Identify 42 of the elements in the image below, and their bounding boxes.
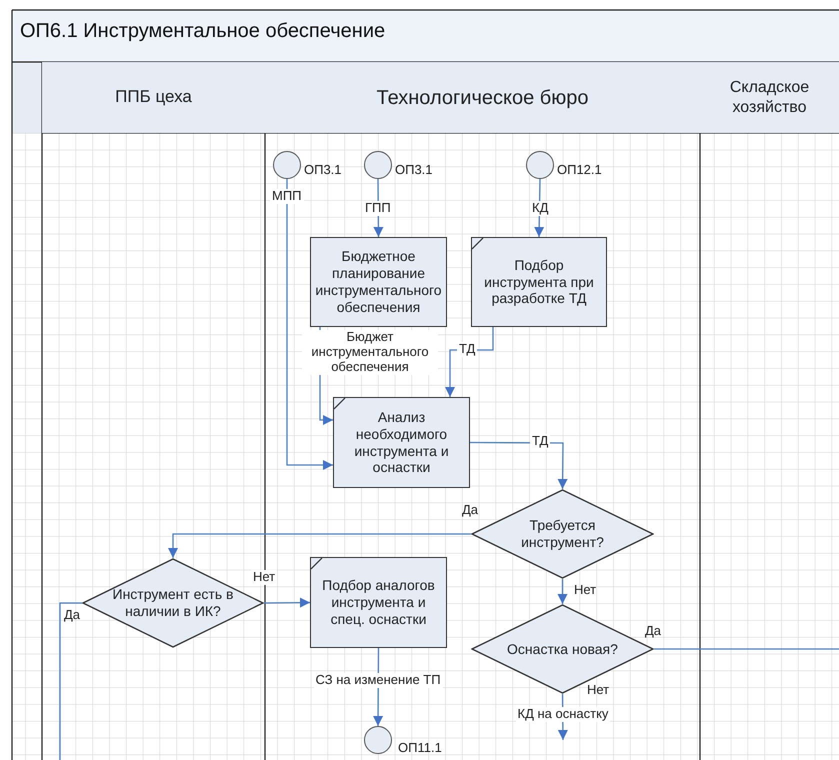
decision-label: Инструмент есть в наличии в ИК? [112, 586, 234, 620]
connector-arrow [168, 533, 471, 558]
process-label: Анализ необходимого инструмента и оснастки [353, 408, 450, 476]
edge-label: Бюджет инструментального обеспечения [302, 330, 438, 375]
node-caption: ОП3.1 [303, 163, 343, 178]
lane-title: Технологическое бюро [376, 86, 588, 110]
edge-label: ТД [457, 342, 478, 357]
node-caption: ОП11.1 [397, 741, 443, 756]
edge-label: Нет [573, 583, 598, 598]
process-box [310, 237, 447, 327]
process-label: Подбор инструмента при разработке ТД [483, 256, 595, 308]
edge-label: ГПП [363, 201, 393, 216]
edge-label: КД на оснастку [516, 707, 610, 722]
connector-arrow [264, 598, 310, 608]
edge-label: Да [461, 503, 480, 518]
process-box [333, 397, 470, 488]
node-caption: ОП12.1 [556, 163, 603, 178]
connector-arrow [534, 178, 544, 238]
edge-label: Да [644, 624, 662, 639]
process-label: Бюджетное планирование инструментального обеспечения [315, 248, 442, 316]
edge-label: Да [63, 608, 82, 623]
process-label: Подбор аналогов инструмента и спец. оснастки [321, 577, 436, 628]
process-box [310, 557, 447, 648]
connector-arrow [286, 179, 333, 470]
diagram-title: ОП6.1 Инструментальное обеспечение [20, 20, 386, 43]
decision-label: Требуется инструмент? [520, 517, 605, 551]
edge-label: СЗ на изменение ТП [314, 673, 443, 688]
edge-label: МПП [270, 189, 304, 204]
edge-label: ТД [530, 434, 550, 449]
lane-header [700, 62, 839, 133]
lane-title: Складское хозяйство [728, 78, 810, 117]
connector-arrow [470, 442, 568, 489]
lane-header [42, 62, 265, 133]
node-caption: ОП3.1 [394, 163, 434, 178]
edge-label: Нет [251, 570, 278, 585]
branch-label: Нет [586, 683, 610, 698]
connector-arrow [445, 327, 494, 397]
decision-label: Оснастка новая? [507, 640, 618, 658]
edge-label: КД [530, 201, 550, 216]
process-box [471, 237, 607, 327]
lane-title: ППБ цеха [115, 87, 192, 108]
connector-arrow [558, 579, 568, 604]
